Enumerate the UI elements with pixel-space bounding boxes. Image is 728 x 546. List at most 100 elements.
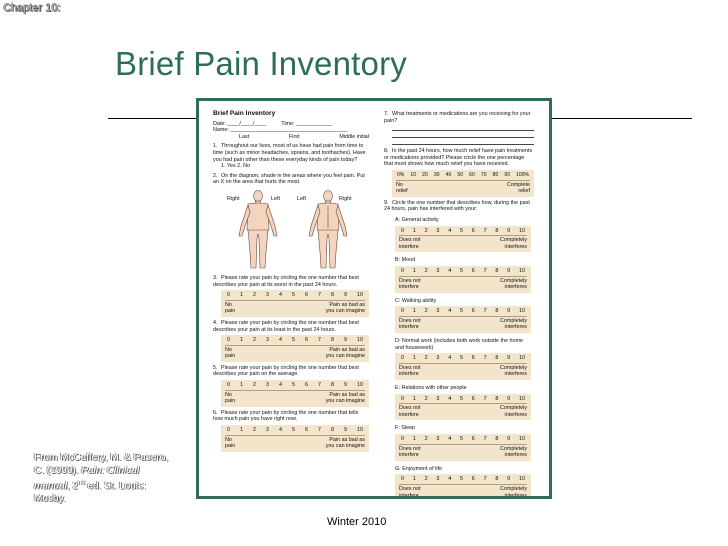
- relief-percent[interactable]: 90: [504, 171, 510, 178]
- scale-number[interactable]: 4: [448, 308, 452, 315]
- scale-number[interactable]: 8: [495, 436, 499, 442]
- scale-number[interactable]: 9: [344, 292, 347, 299]
- scale-number[interactable]: 4: [279, 292, 282, 299]
- scale-number[interactable]: 1: [412, 227, 416, 234]
- scale-number[interactable]: 6: [305, 292, 308, 299]
- scale-number[interactable]: 7: [318, 427, 321, 434]
- scale-number[interactable]: 2: [424, 267, 428, 274]
- scale-number[interactable]: 1: [240, 337, 243, 344]
- scale-number[interactable]: 5: [292, 337, 295, 344]
- scale-number[interactable]: 8: [331, 337, 334, 344]
- scale-number[interactable]: 0: [401, 436, 404, 442]
- scale-number[interactable]: 9: [507, 308, 511, 315]
- scale-number[interactable]: 9: [344, 337, 347, 344]
- scale-number[interactable]: 5: [292, 427, 295, 434]
- scale-number[interactable]: 3: [436, 476, 440, 483]
- scale-number[interactable]: 2: [253, 382, 256, 389]
- scale-number[interactable]: 7: [483, 395, 487, 402]
- scale-number[interactable]: 1: [412, 308, 416, 315]
- scale-number[interactable]: 0: [401, 395, 404, 402]
- scale-number[interactable]: 10: [518, 395, 525, 402]
- scale-number[interactable]: 0: [401, 267, 404, 274]
- scale-number[interactable]: 5: [459, 308, 463, 315]
- scale-number[interactable]: 4: [279, 337, 282, 344]
- scale-number[interactable]: 9: [507, 436, 511, 442]
- scale-number[interactable]: 5: [459, 227, 463, 234]
- scale-number[interactable]: 2: [424, 227, 428, 234]
- scale-number[interactable]: 2: [424, 308, 428, 315]
- scale-number[interactable]: 0: [227, 382, 230, 389]
- scale-number[interactable]: 6: [471, 308, 475, 315]
- scale-number[interactable]: 8: [331, 382, 334, 389]
- scale-number[interactable]: 5: [459, 476, 463, 483]
- scale-number[interactable]: 0: [227, 427, 230, 434]
- scale-number[interactable]: 10: [518, 308, 525, 315]
- scale-number[interactable]: 0: [401, 227, 404, 234]
- scale-number[interactable]: 10: [518, 355, 525, 362]
- relief-percent[interactable]: 50: [457, 171, 463, 178]
- scale-number[interactable]: 7: [483, 436, 487, 442]
- scale-number[interactable]: 1: [412, 436, 416, 442]
- scale-number[interactable]: 5: [459, 355, 463, 362]
- scale-number[interactable]: 6: [471, 395, 475, 402]
- relief-percent[interactable]: 100%: [516, 171, 529, 178]
- scale-number[interactable]: 0: [401, 476, 404, 483]
- scale-number[interactable]: 9: [344, 382, 347, 389]
- scale-number[interactable]: 8: [495, 476, 499, 483]
- scale-number[interactable]: 6: [471, 227, 475, 234]
- scale-number[interactable]: 10: [357, 337, 363, 344]
- scale-number[interactable]: 6: [471, 267, 475, 274]
- scale-number[interactable]: 3: [436, 267, 440, 274]
- scale-number[interactable]: 1: [412, 267, 416, 274]
- scale-number[interactable]: 6: [471, 476, 475, 483]
- scale-number[interactable]: 2: [253, 337, 256, 344]
- scale-number[interactable]: 3: [436, 355, 440, 362]
- scale-number[interactable]: 7: [483, 308, 487, 315]
- scale-number[interactable]: 5: [292, 382, 295, 389]
- relief-percent[interactable]: 80: [492, 171, 499, 178]
- scale-number[interactable]: 9: [507, 267, 511, 274]
- scale-number[interactable]: 1: [412, 476, 416, 483]
- relief-percent[interactable]: 0%: [397, 171, 405, 178]
- scale-number[interactable]: 3: [266, 337, 269, 344]
- scale-number[interactable]: 8: [495, 395, 499, 402]
- scale-number[interactable]: 4: [448, 267, 452, 274]
- scale-number[interactable]: 7: [483, 227, 487, 234]
- scale-number[interactable]: 6: [471, 436, 475, 442]
- scale-number[interactable]: 6: [305, 337, 308, 344]
- scale-number[interactable]: 7: [483, 355, 487, 362]
- relief-percent[interactable]: 10: [410, 171, 416, 178]
- scale-number[interactable]: 10: [518, 476, 525, 483]
- scale-number[interactable]: 10: [518, 436, 525, 442]
- relief-percent[interactable]: 60: [469, 171, 475, 178]
- scale-number[interactable]: 9: [507, 355, 511, 362]
- scale-number[interactable]: 2: [253, 427, 256, 434]
- scale-number[interactable]: 8: [495, 355, 499, 362]
- scale-number[interactable]: 3: [266, 292, 269, 299]
- scale-number[interactable]: 6: [305, 427, 308, 434]
- scale-number[interactable]: 3: [436, 227, 440, 234]
- scale-number[interactable]: 10: [518, 227, 525, 234]
- scale-number[interactable]: 8: [331, 292, 334, 299]
- scale-number[interactable]: 1: [412, 355, 416, 362]
- scale-number[interactable]: 10: [518, 267, 525, 274]
- scale-number[interactable]: 4: [448, 227, 452, 234]
- scale-number[interactable]: 1: [240, 292, 243, 299]
- scale-number[interactable]: 3: [266, 382, 269, 389]
- scale-number[interactable]: 3: [436, 436, 440, 442]
- scale-number[interactable]: 9: [507, 227, 511, 234]
- scale-number[interactable]: 8: [495, 227, 499, 234]
- scale-number[interactable]: 2: [253, 292, 256, 299]
- scale-number[interactable]: 9: [507, 395, 511, 402]
- scale-number[interactable]: 3: [266, 427, 269, 434]
- scale-number[interactable]: 9: [507, 476, 511, 483]
- scale-number[interactable]: 4: [448, 476, 452, 483]
- scale-number[interactable]: 10: [357, 382, 363, 389]
- relief-percent[interactable]: 40: [445, 171, 452, 178]
- scale-number[interactable]: 8: [495, 267, 499, 274]
- scale-number[interactable]: 4: [448, 395, 452, 402]
- scale-number[interactable]: 6: [305, 382, 308, 389]
- scale-number[interactable]: 7: [318, 292, 321, 299]
- scale-number[interactable]: 7: [318, 337, 321, 344]
- scale-number[interactable]: 4: [279, 382, 282, 389]
